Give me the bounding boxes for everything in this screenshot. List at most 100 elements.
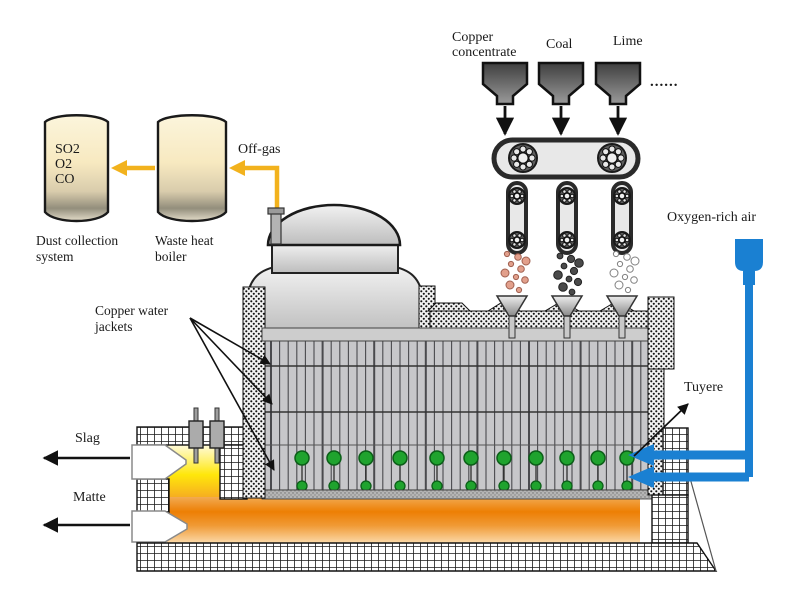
offgas-arrowhead-to-boiler [229, 160, 245, 176]
water-jackets-arrow-1 [189, 317, 271, 365]
wall-grid-mid-column [136, 478, 170, 514]
particle [500, 268, 510, 278]
bolt-sleeve [188, 420, 204, 449]
water-jackets-label-line1: Copper water [95, 303, 169, 318]
gear [613, 231, 631, 249]
tuyere-dot [559, 450, 575, 466]
gear [508, 231, 526, 249]
tuyere-dot [530, 480, 542, 492]
offgas-arrowhead-to-dust [111, 160, 127, 176]
tank-body [156, 114, 228, 223]
particle [515, 286, 523, 294]
dust-collection-tank: SO2 O2 CO Dust collection system [36, 114, 118, 264]
tank-gas-so2: SO2 [55, 142, 80, 157]
wall-grid-right-upper [662, 427, 689, 496]
particle [553, 270, 563, 280]
gear [597, 143, 627, 173]
hopper3-label: Lime [613, 34, 643, 49]
tuyere-label: Tuyere [684, 380, 723, 395]
boiler-label-line2: boiler [155, 249, 187, 264]
wall-dots-right-upper [647, 296, 675, 370]
tuyere-dot [498, 480, 510, 492]
particle [630, 276, 638, 284]
air-inlet-neck [743, 271, 755, 285]
tuyere-dot [619, 450, 635, 466]
air-arrowhead-upper [628, 444, 654, 466]
gear [558, 187, 576, 205]
tank-gas-co: CO [55, 172, 74, 187]
air-arrowhead-lower [628, 466, 654, 488]
oxygen-air-label: Oxygen-rich air [667, 210, 756, 225]
tuyere-dot [431, 480, 443, 492]
particle [512, 273, 520, 281]
feed-funnel [605, 295, 639, 339]
particle [574, 258, 584, 268]
particle [623, 253, 631, 261]
bolt-sleeve [209, 420, 225, 449]
tuyere-dot [358, 450, 374, 466]
offgas-line: Off-gas [111, 142, 281, 212]
tuyere-dot [294, 450, 310, 466]
offgas-label: Off-gas [238, 142, 281, 157]
wall-grid-right-lower [651, 494, 689, 544]
funnel-cone [495, 295, 529, 317]
particle [614, 280, 624, 290]
tuyere-dot [392, 450, 408, 466]
hopper-shapes [481, 61, 642, 136]
feed-funnels [495, 295, 639, 339]
tuyere-dot [592, 480, 604, 492]
matte-taphole [131, 510, 188, 543]
tuyere-dot [328, 480, 340, 492]
particle [514, 253, 522, 261]
particle [609, 268, 619, 278]
particle [626, 265, 634, 273]
particle [558, 282, 568, 292]
hopper-bin [594, 61, 642, 106]
tuyere-dot [296, 480, 308, 492]
tuyere-dot [465, 480, 477, 492]
feed-hoppers: Copper concentrate Coal Lime ...... [452, 30, 679, 136]
tuyere-dot [496, 450, 512, 466]
particle [568, 288, 576, 296]
water-jackets-arrow-3 [189, 317, 275, 471]
slag-label: Slag [75, 431, 100, 446]
feed-funnel [550, 295, 584, 339]
water-jackets-arrow-2 [189, 317, 273, 405]
slag-taphole [131, 444, 187, 480]
furnace-refractory [136, 285, 718, 572]
gear [613, 187, 631, 205]
waste-heat-boiler-tank: Waste heat boiler [155, 114, 228, 264]
particle [624, 286, 632, 294]
lime-particles [609, 250, 640, 294]
more-feeds-dots: ...... [650, 74, 679, 90]
particle [621, 273, 629, 281]
particle [521, 256, 531, 266]
concentrate-particles [500, 250, 531, 294]
coal-particles [553, 252, 584, 296]
water-jackets-area [261, 340, 653, 500]
particle [612, 250, 620, 258]
tuyere-arrow [633, 403, 689, 457]
tuyere-dot [394, 480, 406, 492]
particle [616, 260, 624, 268]
dome-cylinder [271, 242, 399, 274]
dome-chimney-cap [267, 207, 285, 215]
particle [517, 265, 525, 273]
particle [630, 256, 640, 266]
particle [560, 262, 568, 270]
wall-edge-diagonal [689, 477, 717, 572]
tuyere-dot [528, 450, 544, 466]
hopper1-label-line2: concentrate [452, 45, 517, 60]
wall-grid-bottom-band [136, 542, 718, 572]
tuyere-dot [360, 480, 372, 492]
bolt-1 [188, 407, 204, 464]
roof-plate [261, 327, 653, 342]
particle [566, 254, 576, 264]
melt-matte [167, 497, 640, 543]
furnace-dome [246, 203, 424, 335]
offgas-pipe [240, 165, 280, 212]
particle [503, 250, 511, 258]
funnel-cone [550, 295, 584, 317]
